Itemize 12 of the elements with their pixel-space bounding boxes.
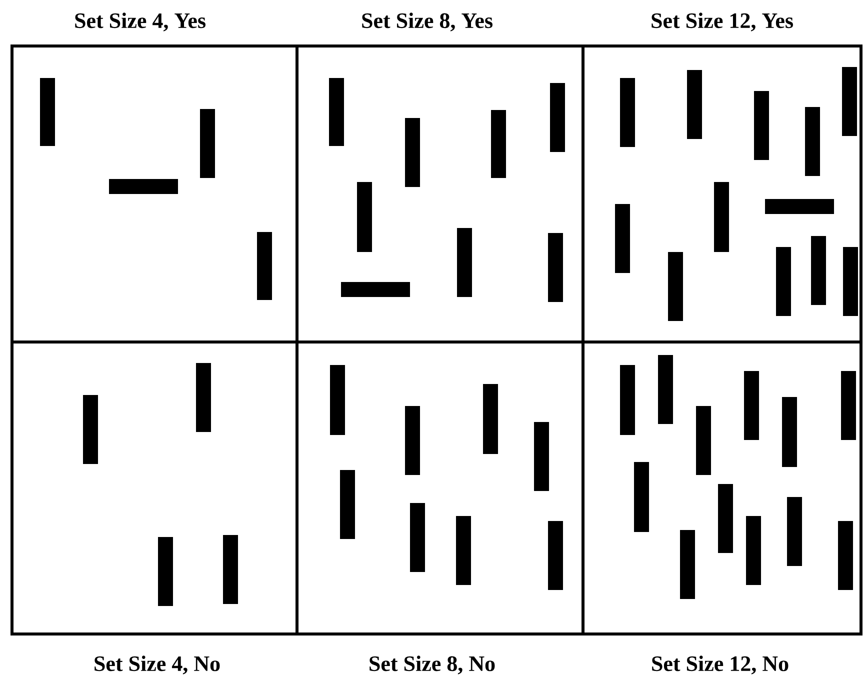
panel-title: Set Size 12, No <box>652 656 788 674</box>
panel-title: Set Size 8, No <box>370 656 495 674</box>
panel-box <box>296 340 584 636</box>
panel-box <box>582 340 862 636</box>
panel-title: Set Size 8, Yes <box>362 12 492 32</box>
panel-box <box>296 44 584 344</box>
panel-box <box>10 340 298 636</box>
panel-box <box>10 44 298 344</box>
panel-title: Set Size 4, Yes <box>75 12 206 32</box>
panel-title: Set Size 12, Yes <box>652 12 793 32</box>
panel-title: Set Size 4, No <box>94 656 220 674</box>
panel-box <box>582 44 862 344</box>
